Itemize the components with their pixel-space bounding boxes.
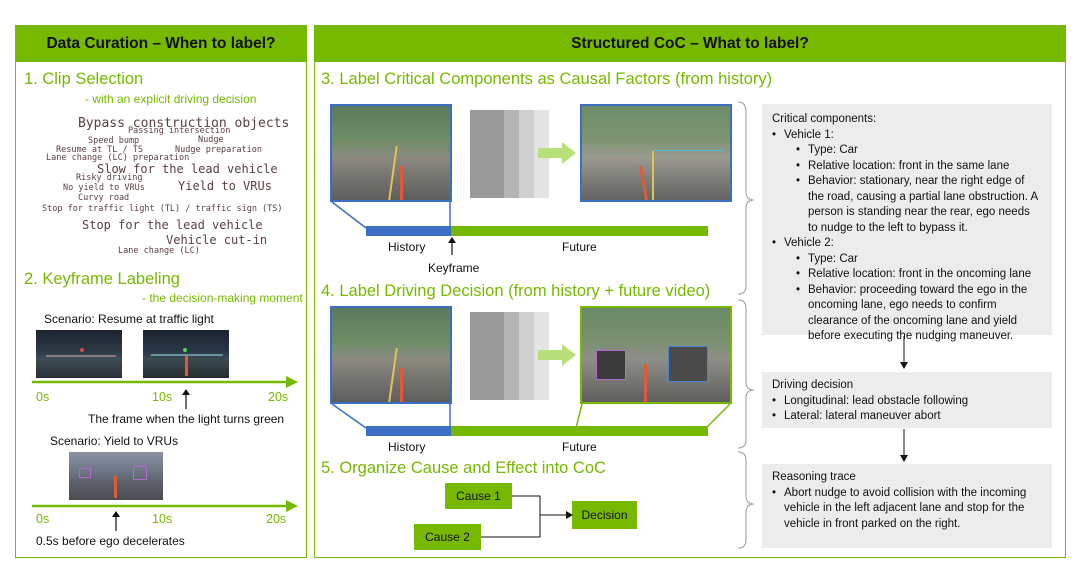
keyframe-label: Keyframe	[428, 261, 480, 275]
word-cloud-item: Stop for the lead vehicle	[82, 218, 263, 232]
keyframe-pointer-2	[112, 511, 120, 531]
label-critical-title: 3. Label Critical Components as Causal F…	[321, 70, 773, 88]
word-cloud-item: Slow for the lead vehicle	[97, 162, 278, 176]
keyframe-pointer-3	[448, 237, 456, 255]
word-cloud-item: Speed bump	[88, 136, 140, 146]
vehicle1-behavior: Behavior: stationary, near the right edg…	[796, 174, 1042, 236]
traffic-light-frame-1	[36, 330, 122, 378]
scenario2-note: 0.5s before ego decelerates	[36, 534, 185, 548]
vehicle2-behavior: Behavior: proceeding toward the ego in t…	[796, 283, 1042, 345]
structured-coc-header: Structured CoC – What to label?	[315, 26, 1065, 62]
word-cloud-item: Bypass construction objects	[78, 116, 290, 131]
future-bar-3	[451, 226, 708, 236]
scenario1-note: The frame when the light turns green	[88, 412, 285, 426]
word-cloud-item: No yield to VRUs	[63, 183, 145, 193]
scenario1-label: Scenario: Resume at traffic light	[44, 312, 214, 326]
word-cloud-item: Nudge	[198, 135, 224, 145]
word-cloud-item: Vehicle cut-in	[166, 233, 268, 247]
scenario1-t1: 10s	[152, 390, 173, 404]
label-decision-title: 4. Label Driving Decision (from history …	[321, 282, 711, 300]
scenario2-t1: 10s	[152, 512, 173, 526]
scenario2-t0: 0s	[36, 512, 50, 526]
history-label-3: History	[388, 240, 426, 254]
keyframe-pointer-1	[182, 389, 190, 409]
arrow-right-4	[538, 344, 576, 366]
down-arrow-1	[900, 336, 908, 369]
vehicle2-name: Vehicle 2:	[784, 237, 834, 249]
timeline-arrow-2	[32, 500, 298, 512]
history-bar-3	[366, 226, 451, 236]
timeline-arrow-1	[32, 376, 298, 388]
scenario1-t0: 0s	[36, 390, 50, 404]
vehicle2-type: Type: Car	[796, 252, 1042, 268]
word-cloud-item: Resume at TL / TS	[56, 145, 143, 155]
keyframe-labeling-subtitle: - the decision-making moment	[142, 291, 303, 305]
reasoning-trace-box: Reasoning trace Abort nudge to avoid col…	[762, 464, 1052, 548]
cause2-box: Cause 2	[414, 524, 481, 550]
vehicle2-location: Relative location: front in the oncoming…	[796, 267, 1042, 283]
vehicle2-item: Vehicle 2: Type: Car Relative location: …	[772, 236, 1042, 345]
scenario2-label: Scenario: Yield to VRUs	[50, 434, 179, 448]
clip-selection-subtitle: - with an explicit driving decision	[85, 92, 257, 106]
zoom-lines-3	[331, 201, 451, 229]
decision-box-coc: Decision	[572, 501, 637, 529]
future-bar-4	[451, 426, 708, 436]
brace-critical	[737, 101, 755, 549]
word-cloud-item: Yield to VRUs	[178, 179, 272, 193]
word-cloud-item: Risky driving	[76, 173, 143, 183]
vehicle1-location: Relative location: front in the same lan…	[796, 159, 1042, 175]
word-cloud-item: Stop for traffic light (TL) / traffic si…	[42, 204, 283, 214]
cause1-box: Cause 1	[445, 483, 512, 509]
driving-decision-title: Driving decision	[772, 379, 854, 391]
vehicle1-name: Vehicle 1:	[784, 128, 834, 141]
history-frame-stack-4	[330, 306, 560, 404]
vehicle1-type: Type: Car	[796, 143, 1042, 159]
keyframe-labeling-title: 2. Keyframe Labeling	[24, 270, 180, 288]
coc-connectors	[481, 495, 573, 538]
reasoning-trace-title: Reasoning trace	[772, 471, 856, 483]
organize-coc-title: 5. Organize Cause and Effect into CoC	[321, 459, 606, 477]
keyframe-image-3	[580, 104, 732, 202]
word-cloud-item: Nudge preparation	[175, 145, 262, 155]
future-label-4: Future	[562, 440, 597, 454]
word-cloud-item: Curvy road	[78, 193, 130, 203]
scenario2-t2: 20s	[266, 512, 287, 526]
lateral-decision: Lateral: lateral maneuver abort	[772, 409, 1042, 425]
future-label-3: Future	[562, 240, 597, 254]
word-cloud-item: Lane change (LC) preparation	[46, 153, 190, 163]
future-image-4	[580, 306, 732, 404]
down-arrow-2	[900, 429, 908, 462]
vehicle1-item: Vehicle 1: Type: Car Relative location: …	[772, 128, 1042, 237]
zoom-lines-4	[331, 403, 731, 429]
critical-components-title: Critical components:	[772, 113, 877, 125]
data-curation-header: Data Curation – When to label?	[16, 26, 306, 62]
critical-components-box: Critical components: Vehicle 1: Type: Ca…	[762, 104, 1052, 342]
word-cloud-item: Passing intersection	[128, 126, 231, 136]
history-label-4: History	[388, 440, 426, 454]
traffic-light-frame-2	[143, 330, 229, 378]
arrow-right-3	[538, 142, 576, 164]
yield-vru-frame	[69, 452, 163, 500]
history-frame-stack-3	[330, 104, 560, 202]
driving-decision-box: Driving decision Longitudinal: lead obst…	[762, 372, 1052, 428]
longitudinal-decision: Longitudinal: lead obstacle following	[772, 394, 1042, 410]
word-cloud-item: Lane change (LC)	[118, 246, 200, 256]
clip-selection-title: 1. Clip Selection	[24, 70, 144, 88]
scenario1-t2: 20s	[268, 390, 289, 404]
reasoning-trace-text: Abort nudge to avoid collision with the …	[772, 486, 1042, 533]
history-bar-4	[366, 426, 451, 436]
